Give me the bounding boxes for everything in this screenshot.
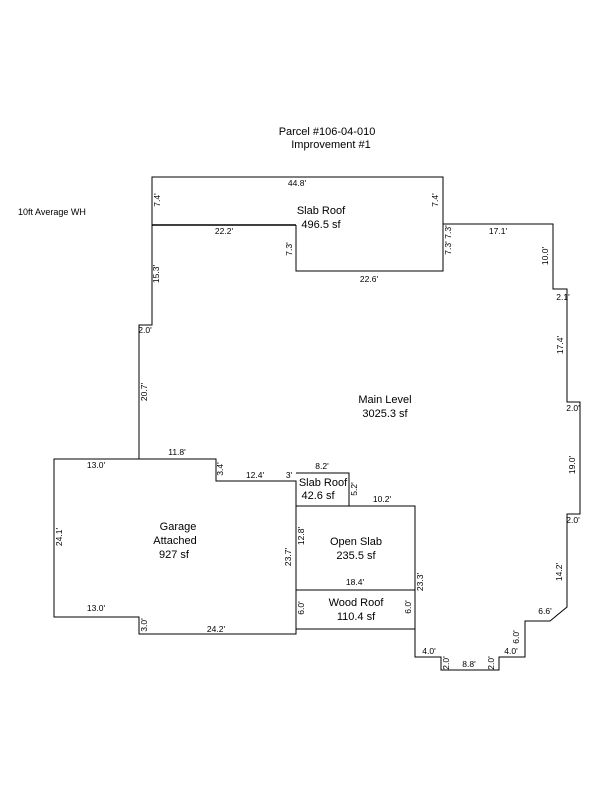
- dim-label: 2.1': [556, 292, 570, 302]
- dim-label: 19.0': [567, 456, 577, 475]
- dim-label: 15.3': [151, 265, 161, 284]
- dim-label: 6.0': [296, 601, 306, 615]
- open-slab-name: Open Slab: [330, 536, 382, 548]
- dim-label: 8.8': [462, 659, 476, 669]
- dim-label: 13.0': [87, 603, 106, 613]
- dim-label: 44.8': [288, 178, 307, 188]
- dim-label: 10.2': [373, 494, 392, 504]
- dim-label: 11.8': [168, 447, 186, 457]
- garage-boundary: [139, 458, 297, 629]
- garage-name: Garage: [160, 521, 197, 533]
- dim-label: 6.0': [403, 600, 413, 614]
- parcel-title: Parcel #106-04-010: [279, 126, 376, 138]
- dim-label: 20.7': [139, 383, 149, 402]
- slab-roof-top-name: Slab Roof: [297, 205, 346, 217]
- dim-label: 7.3': [284, 242, 294, 256]
- dim-label: 8.2': [315, 461, 329, 471]
- dim-label: 4.0': [422, 646, 436, 656]
- dim-label: 13.0': [87, 460, 106, 470]
- dim-label: 22.2': [215, 226, 234, 236]
- dim-label: 3.0': [139, 618, 149, 632]
- dim-label: 14.2': [554, 563, 564, 582]
- slab-roof-top-size: 496.5 sf: [301, 219, 341, 231]
- dim-label: 7.3': [443, 241, 453, 255]
- dim-label: 18.4': [346, 577, 365, 587]
- main-outline: [53, 176, 581, 671]
- dim-label: 6.6': [538, 606, 552, 616]
- dim-label: 7.4': [152, 193, 162, 207]
- main-level-name: Main Level: [358, 394, 411, 406]
- improvement-title: Improvement #1: [291, 139, 370, 151]
- main-level-size: 3025.3 sf: [362, 408, 408, 420]
- open-slab-size: 235.5 sf: [336, 550, 376, 562]
- dim-label: 7.3': [443, 225, 453, 239]
- garage-size: 927 sf: [159, 549, 190, 561]
- wood-roof-size: 110.4 sf: [337, 611, 376, 623]
- dim-label: 2.0': [566, 403, 580, 413]
- dim-label: 12.4': [246, 470, 265, 480]
- slab-roof-top-inner: [295, 224, 444, 272]
- dim-label: 24.1': [54, 528, 64, 547]
- wood-roof-name: Wood Roof: [329, 597, 385, 609]
- dim-label: 22.6': [360, 274, 379, 284]
- slab-roof-small-name: Slab Roof: [299, 477, 348, 489]
- wall-height-note: 10ft Average WH: [18, 207, 86, 217]
- dim-label: 10.0': [540, 247, 550, 266]
- dim-label: 4.0': [504, 646, 518, 656]
- dim-label: 2.0': [138, 325, 152, 335]
- open-slab-outline: [349, 505, 416, 629]
- dim-label: 23.3': [415, 573, 425, 592]
- slab-roof-small-size: 42.6 sf: [301, 490, 335, 502]
- garage-name-2: Attached: [153, 535, 196, 547]
- dim-label: 2.0': [486, 656, 496, 670]
- dim-label: 3.4': [215, 462, 225, 476]
- dim-label: 5.2': [349, 482, 359, 496]
- slab-roof-small-outline: [296, 472, 350, 507]
- dim-label: 6.0': [511, 630, 521, 644]
- dim-label: 2.0': [441, 656, 451, 670]
- dim-label: 23.7': [283, 548, 293, 567]
- dim-label: 12.8': [296, 527, 306, 546]
- dim-label: 17.4': [555, 336, 565, 355]
- dim-label: 3': [286, 470, 293, 480]
- dim-label: 2.0': [566, 515, 580, 525]
- dim-label: 17.1': [489, 226, 508, 236]
- dim-label: 24.2': [207, 624, 226, 634]
- dim-label: 7.4': [430, 193, 440, 207]
